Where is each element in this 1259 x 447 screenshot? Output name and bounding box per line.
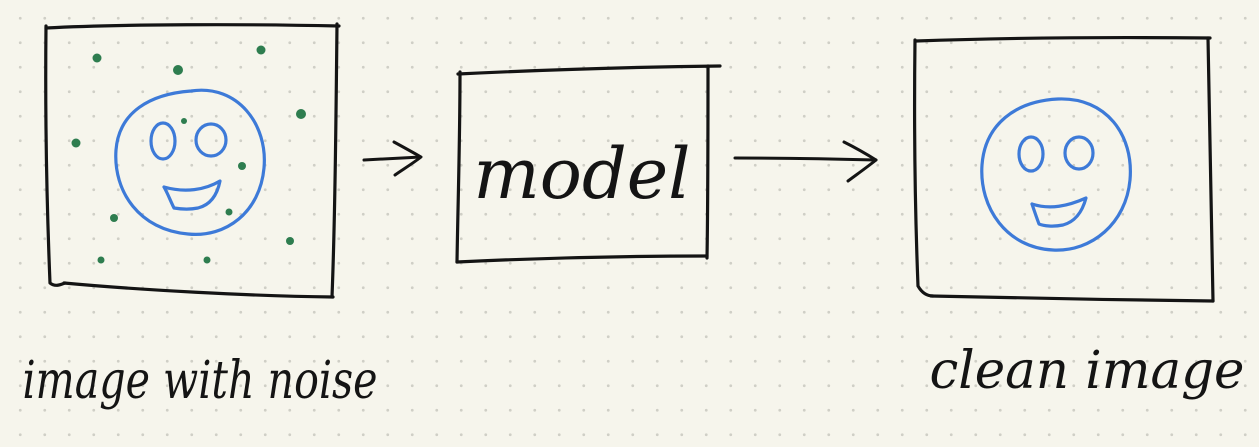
noise-speck-icon bbox=[203, 256, 211, 264]
noise-speck-icon bbox=[110, 214, 118, 222]
noise-speck-icon bbox=[173, 65, 183, 75]
noise-speck-icon bbox=[256, 45, 266, 55]
noise-speck-icon bbox=[92, 53, 102, 63]
input-label: image with noise bbox=[23, 351, 378, 411]
smiley-face-icon bbox=[980, 97, 1132, 252]
noise-speck-icon bbox=[286, 237, 294, 245]
noise-specks bbox=[71, 45, 306, 264]
noise-speck-icon bbox=[238, 162, 246, 170]
noise-speck-icon bbox=[296, 109, 306, 119]
noise-speck-icon bbox=[97, 256, 105, 264]
output-image-box bbox=[913, 36, 1215, 303]
input-image-box bbox=[44, 22, 341, 299]
arrow-input-to-model bbox=[362, 140, 423, 177]
noise-speck-icon bbox=[71, 138, 81, 148]
model-label: model bbox=[473, 133, 690, 215]
arrow-model-to-output bbox=[733, 140, 878, 183]
noise-speck-icon bbox=[225, 208, 233, 216]
smiley-face-icon bbox=[114, 88, 266, 236]
model-box bbox=[455, 64, 722, 264]
output-label: clean image bbox=[930, 341, 1245, 401]
noise-speck-icon bbox=[181, 118, 187, 124]
